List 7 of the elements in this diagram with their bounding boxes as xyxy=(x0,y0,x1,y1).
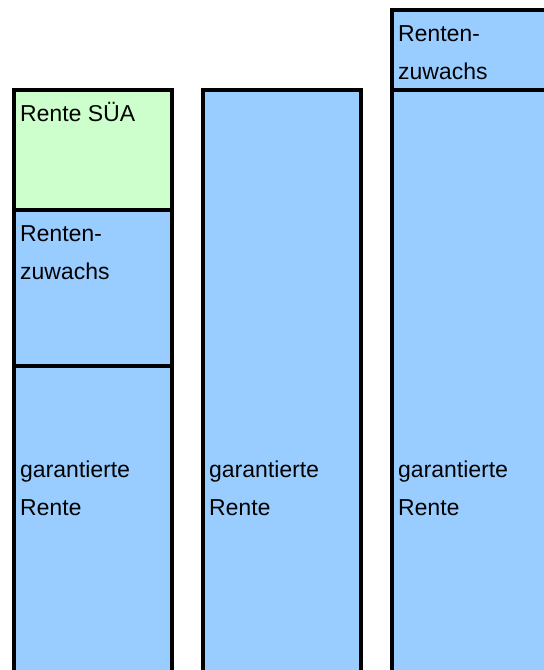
block-label: Rente SÜA xyxy=(20,99,136,128)
block-label: garantierte Rente xyxy=(20,455,131,522)
block-label: Renten- zuwachs xyxy=(20,219,110,286)
block-label: garantierte Rente xyxy=(398,455,509,522)
block-label: garantierte Rente xyxy=(209,455,320,522)
block-label: Renten- zuwachs xyxy=(398,19,488,86)
stacked-block xyxy=(201,88,363,670)
